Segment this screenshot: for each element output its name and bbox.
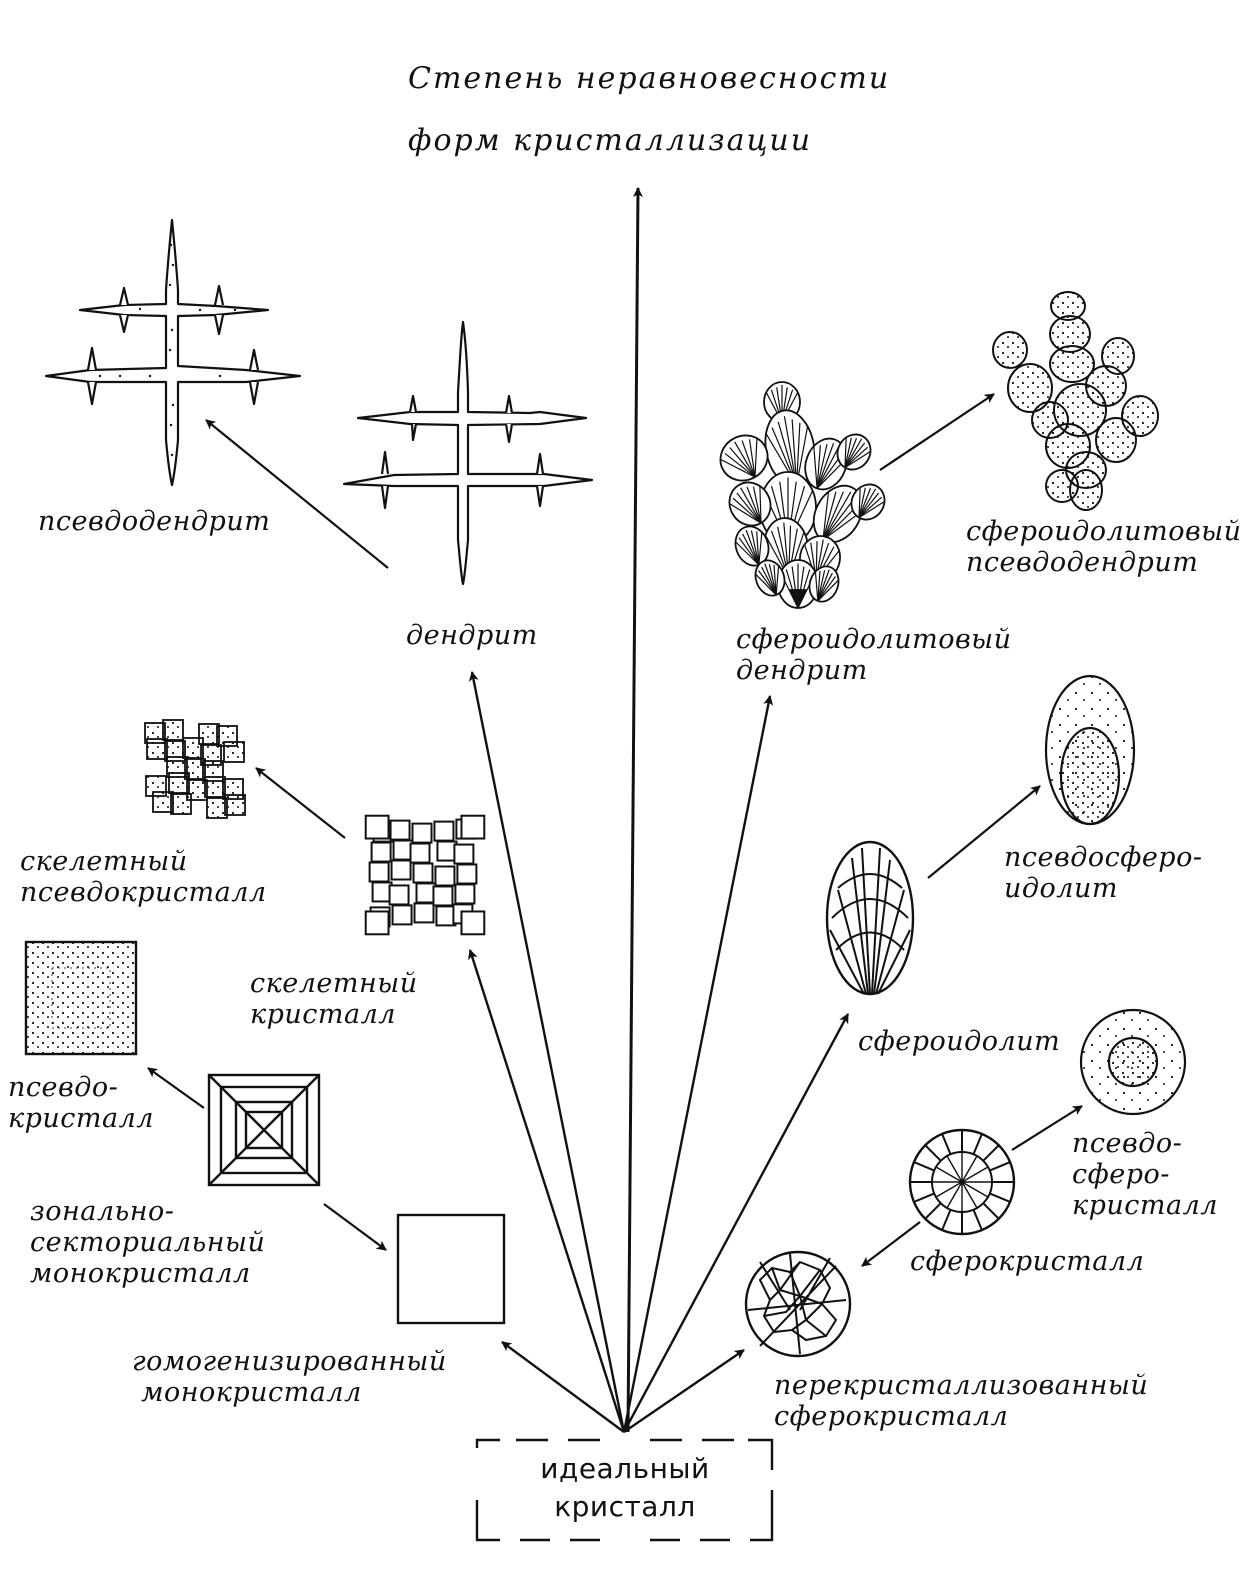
label-spheroidolite-pseudodendrite: сфероидолитовый псевдодендрит <box>966 516 1242 578</box>
transition-arrows <box>147 393 1083 1267</box>
main-axis-arrow <box>626 187 643 1433</box>
zonal-sectorial-monocrystal-shape <box>207 1073 321 1187</box>
spherocrystal-shape <box>908 1128 1016 1236</box>
label-spherocrystal: сферокристалл <box>910 1246 1145 1277</box>
dendrite-shape <box>342 320 594 586</box>
recrystallized-spherocrystal-shape <box>744 1250 852 1358</box>
label-skeletal-pseudocrystal: скелетный псевдокристалл <box>20 846 267 908</box>
skeletal-pseudocrystal-shape <box>144 719 246 819</box>
label-dendrite: дендрит <box>406 620 538 651</box>
label-pseudospherocrystal: псевдо- сферо- кристалл <box>1072 1128 1219 1221</box>
spheroidolite-pseudodendrite-shape <box>992 291 1159 511</box>
label-spheroidolite-dendrite: сфероидолитовый дендрит <box>736 624 1012 686</box>
fan-arrows <box>467 671 850 1433</box>
label-skeletal-crystal: скелетный кристалл <box>250 968 418 1030</box>
label-ideal-crystal: идеальный кристалл <box>540 1452 710 1523</box>
label-recrystallized-spherocrystal: перекристаллизованный сферокристалл <box>774 1370 1149 1432</box>
pseudodendrite-shape <box>44 218 302 487</box>
label-pseudocrystal: псевдо- кристалл <box>8 1072 155 1134</box>
spheroidolite-dendrite-shape <box>719 381 886 609</box>
homogenized-monocrystal-shape <box>396 1213 506 1325</box>
diagram-title: Степень неравновесности форм кристаллиза… <box>408 61 891 158</box>
skeletal-crystal-shape <box>364 814 486 936</box>
spheroidolite-shape <box>825 840 915 996</box>
label-pseudodendrite: псевдодендрит <box>38 506 271 537</box>
pseudospherocrystal-shape <box>1079 1008 1187 1116</box>
ideal-crystal-box <box>475 1438 774 1542</box>
pseudocrystal-shape <box>24 940 138 1056</box>
pseudospheroidolite-shape <box>1044 674 1136 826</box>
label-zonal-sectorial-monocrystal: зонально- секториальный монокристалл <box>30 1196 266 1289</box>
label-spheroidolite: сфероидолит <box>858 1026 1061 1057</box>
label-homogenized-monocrystal: гомогенизированный монокристалл <box>132 1346 447 1408</box>
label-pseudospheroidolite: псевдосферо- идолит <box>1004 842 1203 904</box>
